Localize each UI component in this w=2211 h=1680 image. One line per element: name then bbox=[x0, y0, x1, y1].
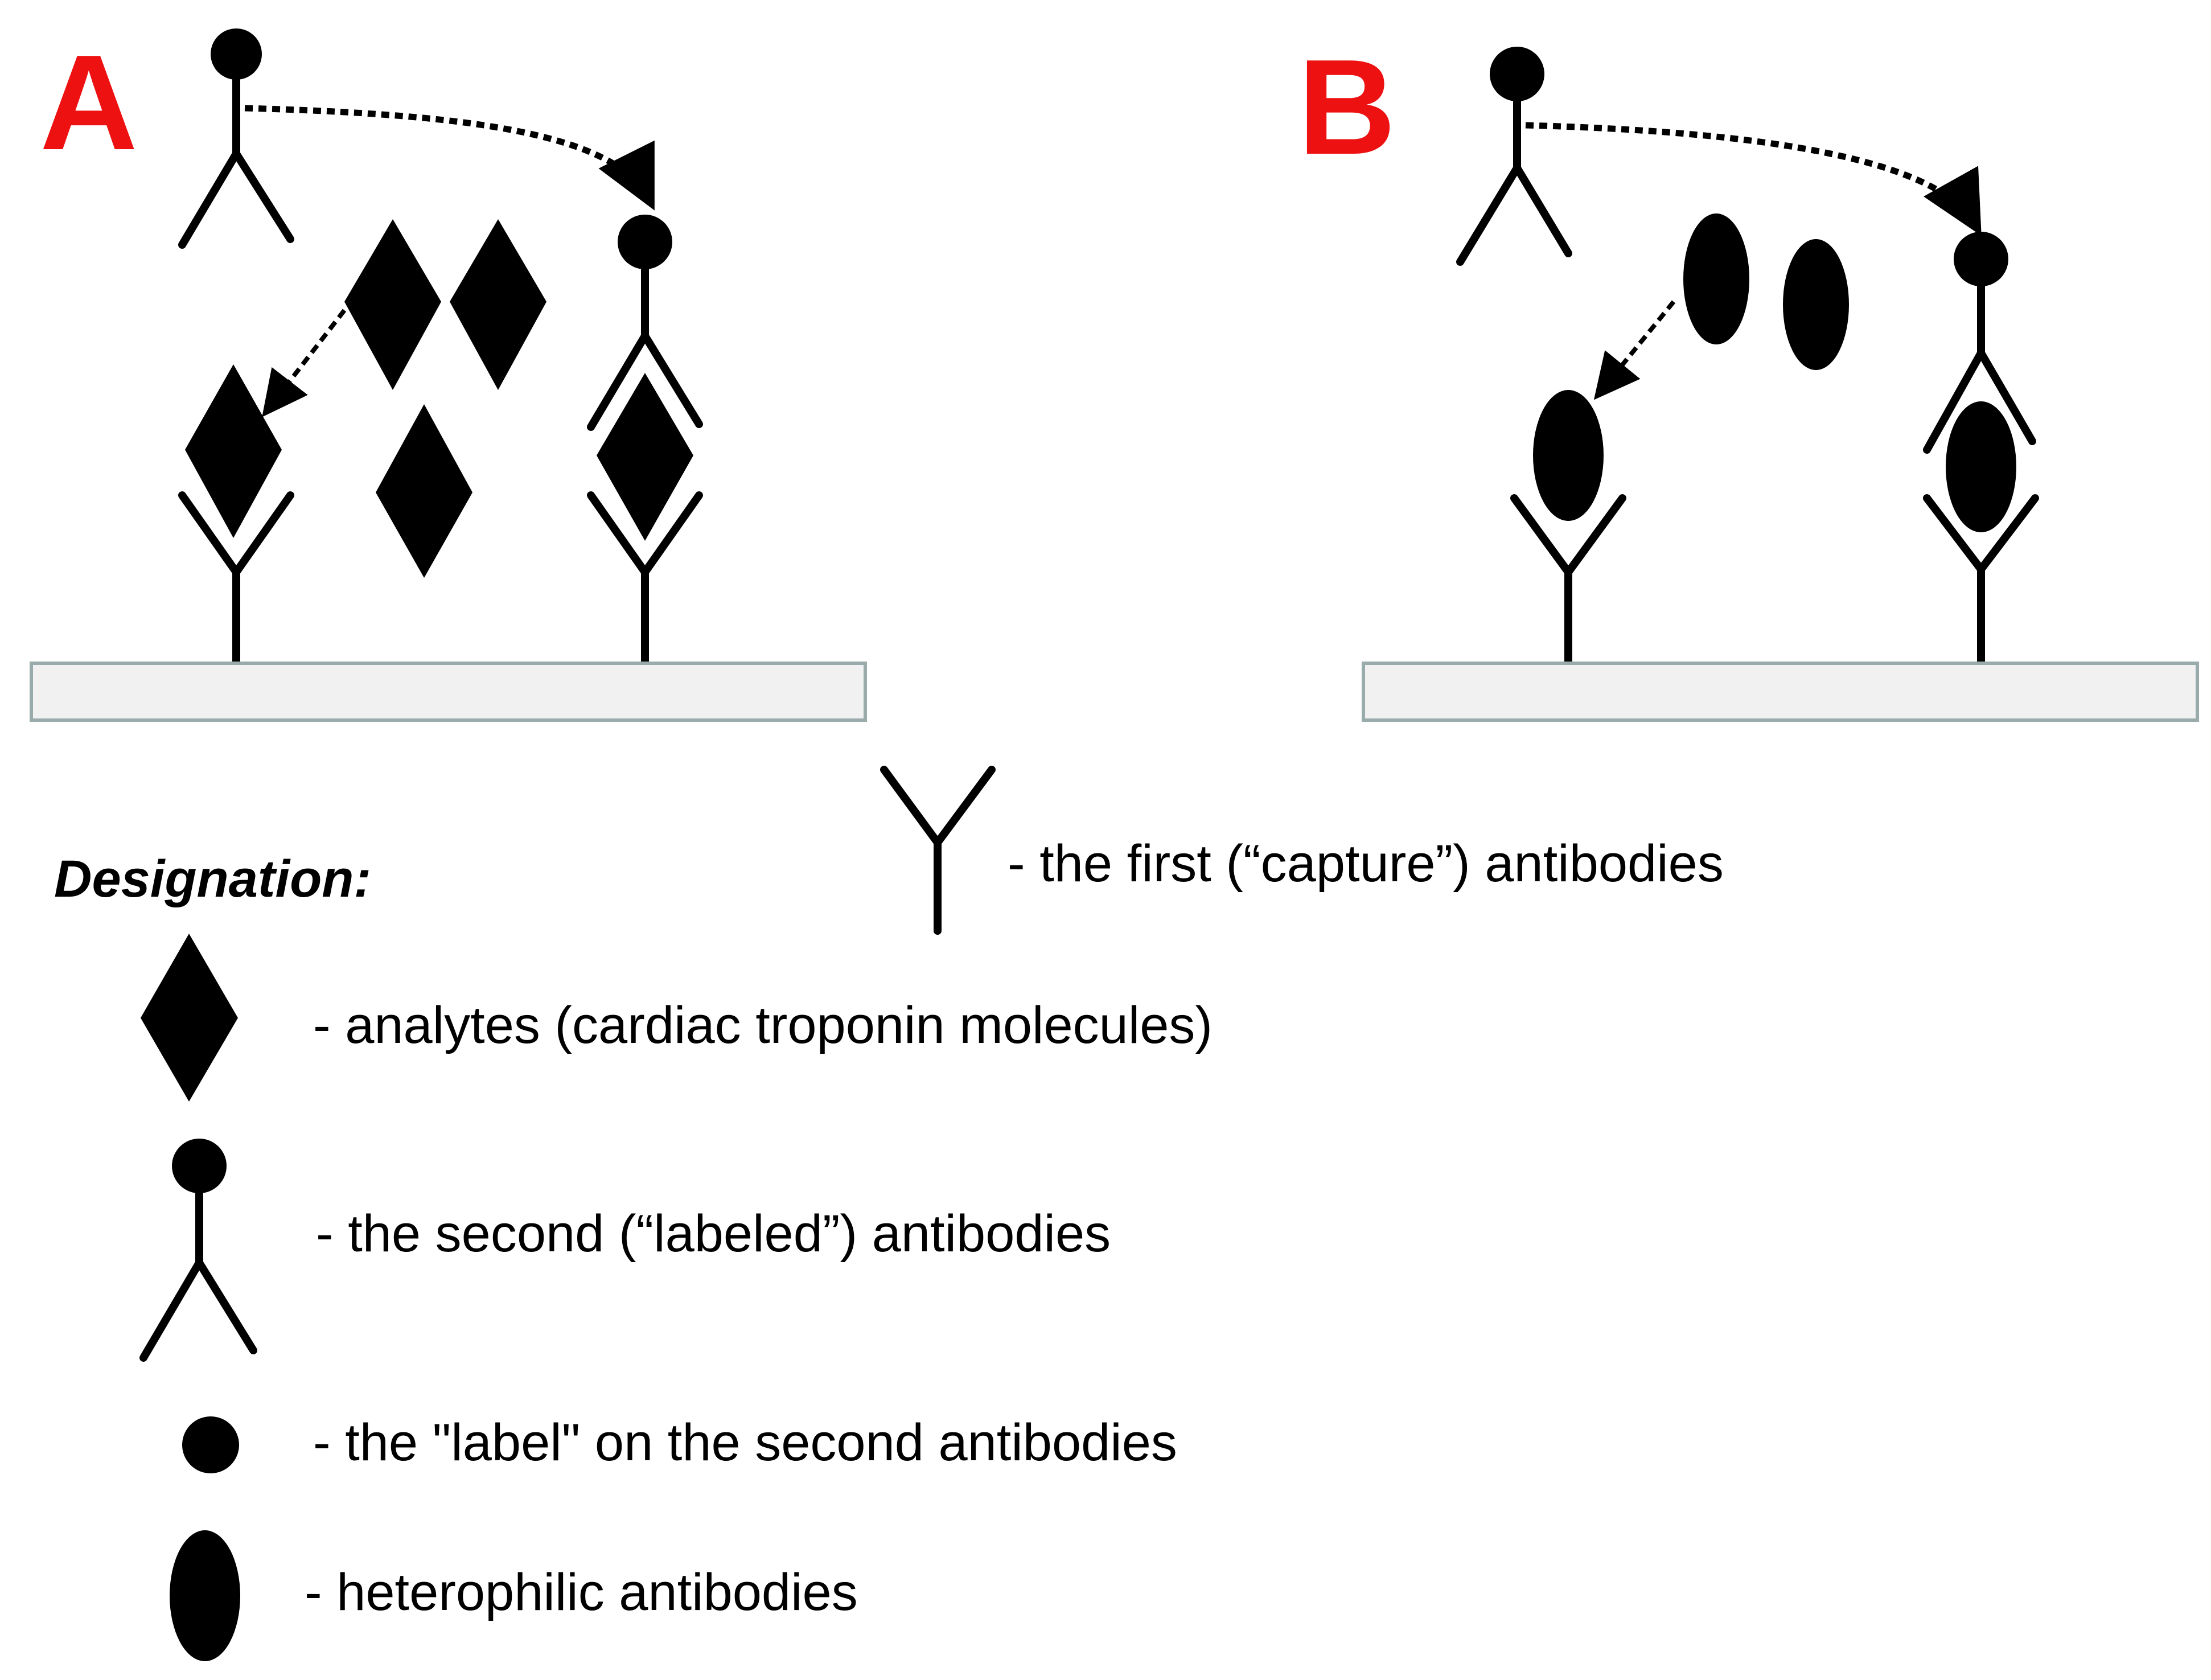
diamond-icon bbox=[141, 934, 238, 1102]
heterophilic-antibody-icon bbox=[170, 1530, 240, 1661]
legend-capture-antibody: - the first (“capture”) antibodies bbox=[1008, 835, 1724, 893]
capture-antibody-left-b bbox=[1510, 494, 1626, 667]
heterophilic-antibody-free-2 bbox=[1783, 239, 1849, 370]
capture-antibody-left bbox=[178, 491, 294, 667]
solid-phase-surface-b bbox=[1362, 662, 2199, 722]
analyte-free-1 bbox=[344, 219, 441, 390]
labeled-antibody-free-b bbox=[1456, 47, 1572, 266]
labeled-antibody-free bbox=[178, 28, 294, 249]
legend-label: - the "label" on the second antibodies bbox=[313, 1414, 1177, 1472]
panel-b-letter: B bbox=[1298, 32, 1396, 183]
legend-heterophilic-antibody: - heterophilic antibodies bbox=[305, 1563, 858, 1621]
analyte-captured bbox=[185, 364, 282, 538]
legend: Designation: - the first (“capture”) ant… bbox=[54, 766, 1724, 1661]
legend-title: Designation: bbox=[54, 850, 371, 908]
panel-a: A bbox=[30, 27, 867, 722]
legend-labeled-antibody: - the second (“labeled”) antibodies bbox=[316, 1205, 1111, 1263]
heterophilic-antibody-captured bbox=[1533, 390, 1604, 521]
panel-a-letter: A bbox=[40, 27, 138, 178]
capture-antibody-icon bbox=[880, 766, 996, 935]
binding-arrow-heterophilic bbox=[1593, 300, 1676, 400]
binding-arrow-analyte bbox=[262, 309, 347, 417]
sandwich-complex bbox=[587, 215, 703, 667]
false-positive-sandwich bbox=[1923, 232, 2039, 667]
binding-arrow-labeled bbox=[244, 105, 655, 211]
heterophilic-antibody-free-1 bbox=[1683, 213, 1749, 344]
analyte-free-2 bbox=[450, 219, 546, 390]
binding-arrow-labeled-b bbox=[1525, 122, 1982, 236]
solid-phase-surface-a bbox=[30, 662, 867, 722]
legend-analyte: - analytes (cardiac troponin molecules) bbox=[313, 996, 1213, 1054]
labeled-antibody-icon bbox=[139, 1139, 257, 1362]
label-dot-icon bbox=[182, 1416, 239, 1473]
analyte-free-3 bbox=[376, 404, 472, 578]
panel-b: B bbox=[1298, 32, 2199, 722]
